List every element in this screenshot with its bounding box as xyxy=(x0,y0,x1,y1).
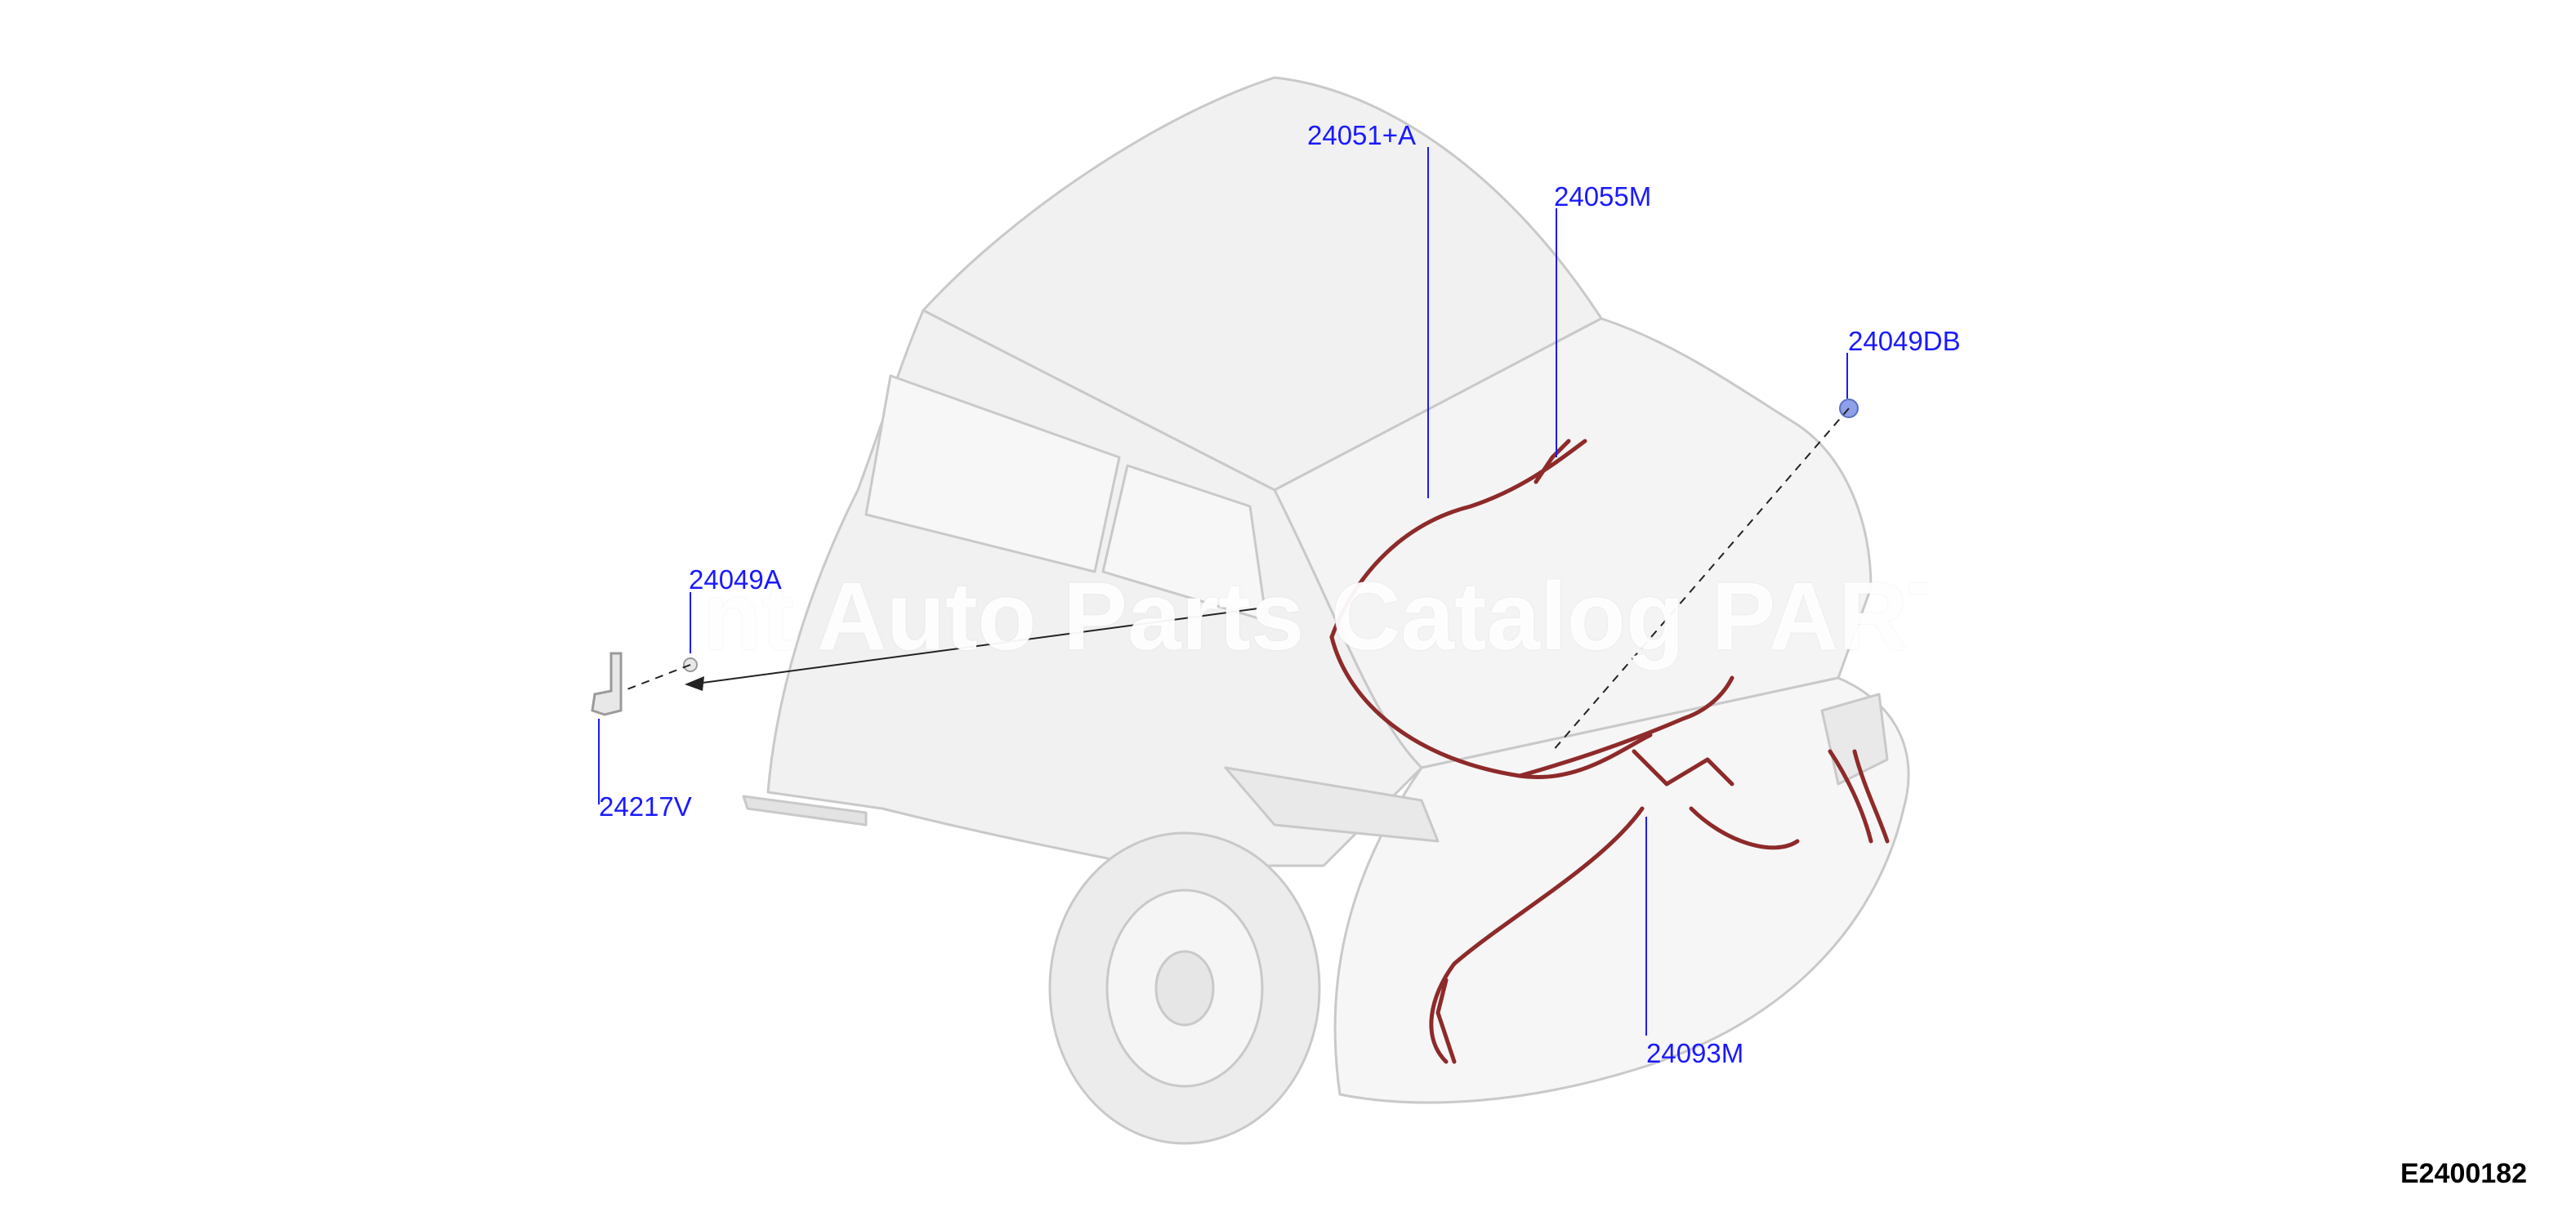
clip-bracket-shape xyxy=(591,652,623,716)
location-arrow-line xyxy=(690,608,1259,685)
diagram-code: E2400182 xyxy=(2400,1158,2527,1189)
wiring-harness xyxy=(1329,439,1890,1064)
watermark: nt Auto Parts Catalog PARTS xyxy=(703,564,1928,670)
part-label-24051a[interactable]: 24051+A xyxy=(1307,120,1417,150)
part-label-24217v[interactable]: 24217V xyxy=(599,791,692,822)
location-lines xyxy=(624,408,1850,752)
part-label-24049a[interactable]: 24049A xyxy=(689,564,782,595)
arrow-head-icon xyxy=(685,676,704,691)
part-label-24055m[interactable]: 24055M xyxy=(1554,181,1652,212)
part-label-24049db[interactable]: 24049DB xyxy=(1848,326,1961,356)
vehicle-body xyxy=(742,76,1910,1145)
part-label-24093m[interactable]: 24093M xyxy=(1646,1038,1744,1068)
leader-lines xyxy=(598,147,1848,1036)
